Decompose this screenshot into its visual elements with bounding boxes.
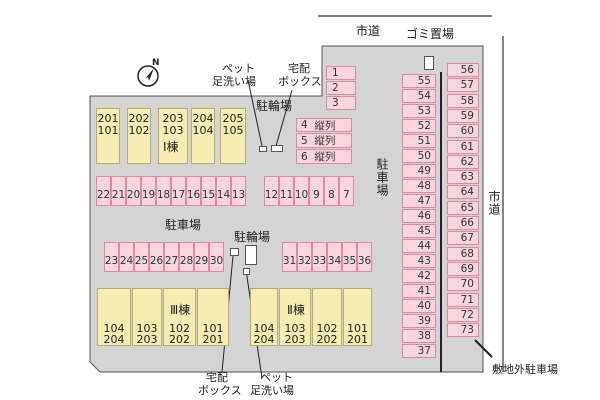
pet-wash-label-bottom-1: ペット [260, 371, 293, 384]
parking-slot: 59 [447, 108, 479, 123]
parking-slot: 7 [339, 176, 354, 206]
parking-slot: 39 [402, 314, 436, 328]
parking-slot: 37 [402, 344, 436, 358]
parking-slot: 32 [297, 242, 312, 272]
parking-slot: 69 [447, 261, 479, 276]
parking-slot: 49 [402, 164, 436, 178]
pet-wash-label-top-2: 足洗い場 [212, 75, 256, 88]
parking-slot: 11 [279, 176, 294, 206]
parking-slot: 66 [447, 216, 479, 230]
building-1-label: Ⅰ棟 [163, 140, 179, 154]
parking-slot: 41 [402, 284, 436, 298]
delivery-box-top [271, 145, 283, 152]
parking-slot: 36 [357, 242, 372, 272]
pet-wash-station-bottom [243, 268, 250, 275]
parking-slot: 72 [447, 307, 479, 322]
building-2-label: Ⅱ棟 [287, 303, 305, 317]
parking-slot: 51 [402, 134, 436, 148]
parking-slot: 34 [327, 242, 342, 272]
delivery-box-label-top-2: ボックス [278, 75, 322, 88]
parking-slot: 27 [164, 242, 179, 272]
parking-slot: 47 [402, 194, 436, 208]
parking-slot: 24 [119, 242, 134, 272]
parking-slot: 61 [447, 139, 479, 154]
parking-slot: 17 [171, 176, 186, 206]
parking-slot: 25 [134, 242, 149, 272]
bicycle-parking-label-top: 駐輪場 [256, 99, 293, 113]
road-right-label: 市道 [487, 190, 501, 216]
road-top-label: 市道 [356, 24, 381, 38]
delivery-box-label-bottom-1: 宅配 [206, 371, 228, 384]
parking-slot: 29 [194, 242, 209, 272]
parking-slot: 67 [447, 231, 479, 246]
parking-slot: 16 [186, 176, 201, 206]
parking-slot: 48 [402, 179, 436, 193]
parking-slot: 60 [447, 124, 479, 139]
parking-slot: 46 [402, 209, 436, 223]
bicycle-parking-label-mid: 駐輪場 [234, 230, 271, 244]
parking-slot: 43 [402, 254, 436, 268]
parking-slot: 38 [402, 329, 436, 343]
parking-slot: 12 [264, 176, 279, 206]
parking-slot: 13 [231, 176, 246, 206]
parking-slot: 23 [104, 242, 119, 272]
parking-slot: 68 [447, 246, 479, 261]
parking-slot: 64 [447, 185, 479, 200]
parking-slot: 8 [324, 176, 339, 206]
parking-label-right: 駐車場 [375, 158, 389, 197]
parking-slot: 20 [126, 176, 141, 206]
pet-wash-label-top-1: ペット [222, 62, 255, 75]
compass-label: N [152, 58, 160, 68]
offsite-parking-label: 敷地外駐車場 [492, 363, 558, 376]
parking-slot: 73 [447, 323, 479, 338]
parking-slot: 54 [402, 89, 436, 103]
parking-slot: 45 [402, 224, 436, 238]
garbage-box [424, 56, 434, 70]
parking-slot: 58 [447, 93, 479, 108]
parking-slot: 14 [216, 176, 231, 206]
bicycle-rack [245, 245, 257, 265]
parking-slot: 63 [447, 170, 479, 185]
building-3-label: Ⅲ棟 [170, 303, 191, 317]
parking-slot: 40 [402, 299, 436, 313]
parking-label-main: 駐車場 [165, 218, 202, 232]
parking-slot: 55 [402, 74, 436, 88]
pet-wash-label-bottom-2: 足洗い場 [250, 384, 294, 397]
parking-slot: 26 [149, 242, 164, 272]
parking-slot: 35 [342, 242, 357, 272]
parking-slot: 19 [141, 176, 156, 206]
parking-slot: 33 [312, 242, 327, 272]
parking-slot: 21 [111, 176, 126, 206]
parking-slot: 71 [447, 292, 479, 307]
parking-slot: 62 [447, 154, 479, 169]
parking-slot: 65 [447, 200, 479, 215]
parking-slot: 22 [96, 176, 111, 206]
parking-slot: 44 [402, 239, 436, 253]
parking-slot: 70 [447, 277, 479, 292]
pet-wash-station-top [259, 146, 267, 152]
delivery-box-label-bottom-2: ボックス [198, 384, 242, 397]
compass-north-icon: N [136, 58, 160, 88]
delivery-box-label-top-1: 宅配 [288, 62, 310, 75]
parking-slot: 18 [156, 176, 171, 206]
parking-slot: 15 [201, 176, 216, 206]
parking-slot: 30 [209, 242, 224, 272]
parking-slot: 52 [402, 119, 436, 133]
parking-slot: 53 [402, 104, 436, 118]
parking-slot: 42 [402, 269, 436, 283]
parking-slot: 56 [447, 63, 479, 77]
parking-slot: 57 [447, 78, 479, 93]
parking-slot: 9 [309, 176, 324, 206]
garbage-area-label: ゴミ置場 [406, 27, 455, 41]
parking-slot: 31 [282, 242, 297, 272]
parking-slot: 28 [179, 242, 194, 272]
parking-slot: 50 [402, 149, 436, 163]
parking-slot: 10 [294, 176, 309, 206]
delivery-box-bottom [230, 248, 239, 256]
